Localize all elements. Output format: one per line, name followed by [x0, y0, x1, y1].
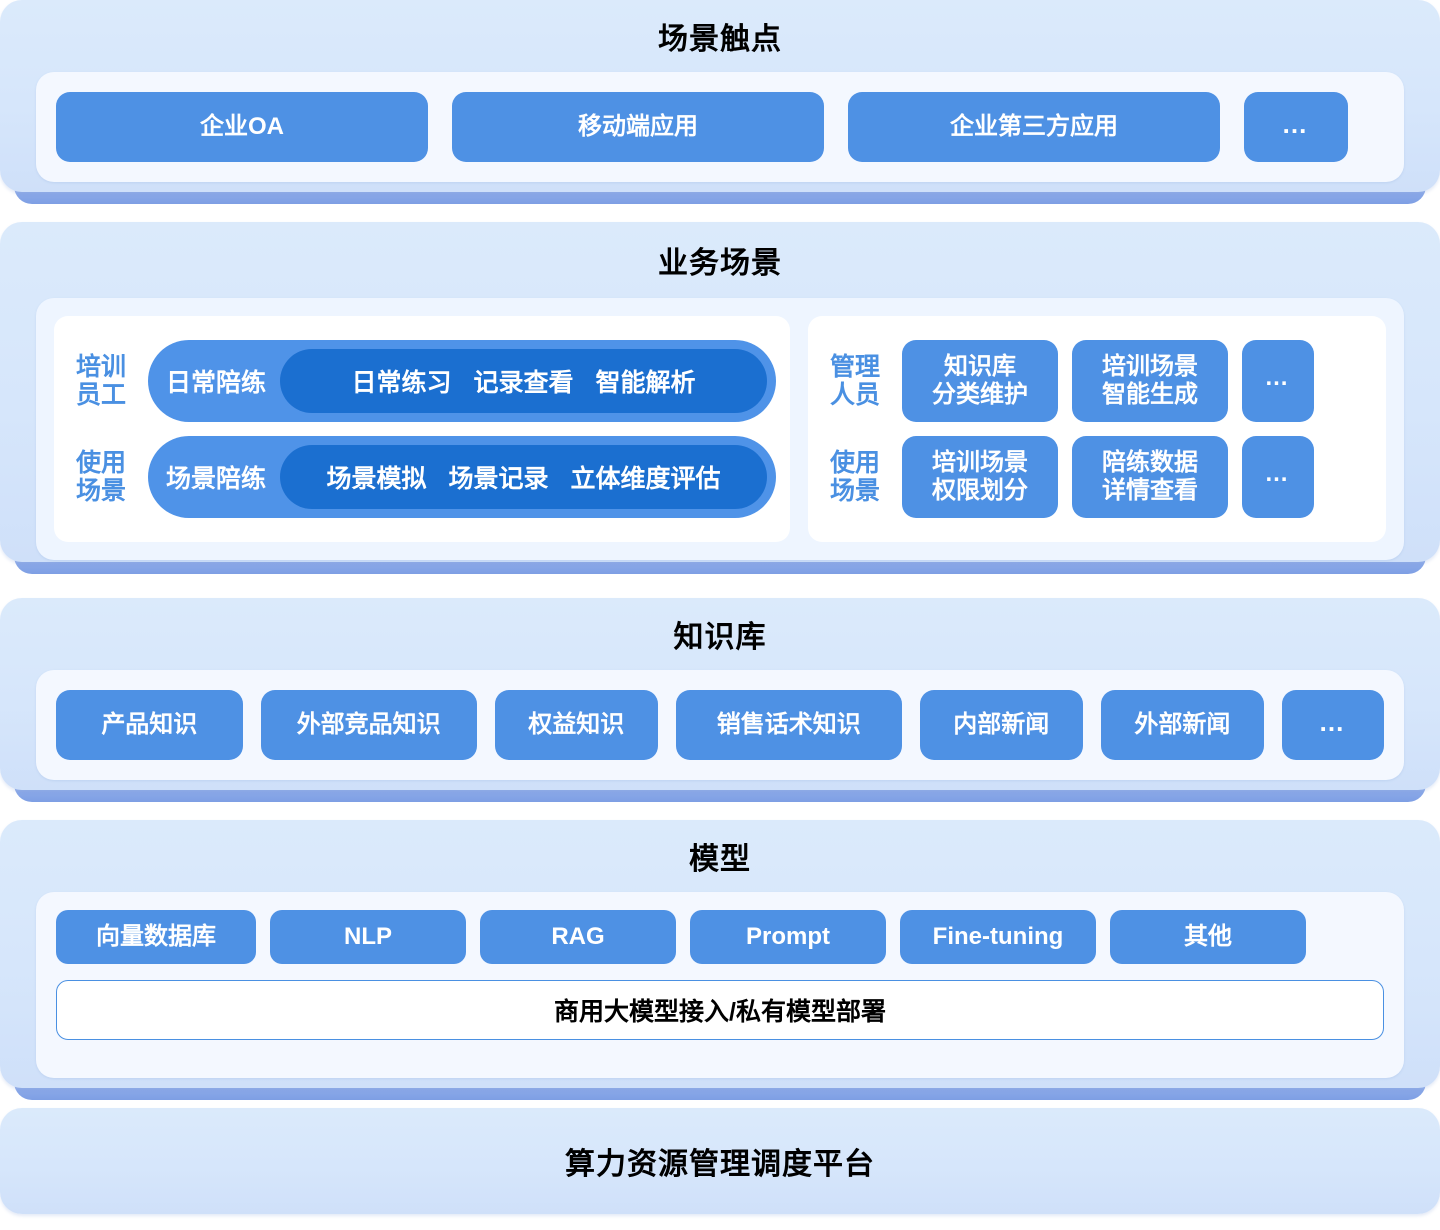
layer-business-scenarios: 业务场景 培训 员工 日常陪练 日常练习 记录查看 智能解析 — [0, 222, 1440, 574]
tag-daily-practice[interactable]: 日常练习 — [351, 369, 452, 397]
combo-head-scenario-coaching: 场景陪练 — [166, 465, 267, 493]
knowledge-base-panel: 产品知识 外部竞品知识 权益知识 销售话术知识 内部新闻 外部新闻 … — [36, 670, 1404, 780]
model-pill-row: 向量数据库 NLP RAG Prompt Fine-tuning 其他 — [56, 910, 1384, 964]
section-title-knowledge-base: 知识库 — [673, 621, 767, 654]
kb-item-product-knowledge[interactable]: 产品知识 — [56, 690, 243, 760]
business-left-card: 培训 员工 日常陪练 日常练习 记录查看 智能解析 使用 场景 — [54, 316, 790, 542]
layer-card-model: 模型 向量数据库 NLP RAG Prompt Fine-tuning 其他 商… — [0, 820, 1440, 1088]
model-item-other[interactable]: 其他 — [1110, 910, 1306, 964]
tag-scenario-record[interactable]: 场景记录 — [448, 465, 549, 493]
kb-item-benefits-knowledge[interactable]: 权益知识 — [494, 690, 658, 760]
combo-pill-daily-coaching[interactable]: 日常陪练 日常练习 记录查看 智能解析 — [148, 340, 776, 422]
section-title-compute-platform: 算力资源管理调度平台 — [565, 1148, 875, 1181]
business-row-admin-staff: 管理 人员 知识库 分类维护 培训场景 智能生成 … — [822, 340, 1372, 422]
layer-card-compute-platform: 算力资源管理调度平台 — [0, 1108, 1440, 1214]
business-scenarios-panel: 培训 员工 日常陪练 日常练习 记录查看 智能解析 使用 场景 — [36, 298, 1404, 560]
layer-card-business-scenarios: 业务场景 培训 员工 日常陪练 日常练习 记录查看 智能解析 — [0, 222, 1440, 562]
combo-inner-daily-coaching-tags: 日常练习 记录查看 智能解析 — [280, 349, 767, 413]
combo-inner-scenario-coaching-tags: 场景模拟 场景记录 立体维度评估 — [280, 445, 767, 509]
model-item-prompt[interactable]: Prompt — [690, 910, 886, 964]
combo-head-daily-coaching: 日常陪练 — [166, 369, 267, 397]
kb-item-internal-news[interactable]: 内部新闻 — [919, 690, 1083, 760]
touchpoint-item-enterprise-oa[interactable]: 企业OA — [56, 92, 428, 162]
tag-scenario-simulation[interactable]: 场景模拟 — [326, 465, 427, 493]
business-row-usage-scenario-left: 使用 场景 场景陪练 场景模拟 场景记录 立体维度评估 — [68, 436, 776, 518]
tag-multidimensional-evaluation[interactable]: 立体维度评估 — [570, 465, 721, 493]
section-title-model: 模型 — [689, 843, 751, 876]
admin-item-kb-category-maintenance[interactable]: 知识库 分类维护 — [902, 340, 1058, 422]
kb-item-more-icon[interactable]: … — [1281, 690, 1385, 760]
row-label-usage-scenario-left: 使用 场景 — [75, 448, 126, 506]
model-panel: 向量数据库 NLP RAG Prompt Fine-tuning 其他 商用大模… — [36, 892, 1404, 1078]
business-row-usage-scenario-right: 使用 场景 培训场景 权限划分 陪练数据 详情查看 … — [822, 436, 1372, 518]
touchpoint-item-mobile-app[interactable]: 移动端应用 — [452, 92, 824, 162]
row-label-usage-scenario-right: 使用 场景 — [829, 448, 880, 506]
touchpoints-panel: 企业OA 移动端应用 企业第三方应用 … — [36, 72, 1404, 182]
layer-compute-platform: 算力资源管理调度平台 — [0, 1108, 1440, 1214]
row-label-training-staff: 培训 员工 — [75, 352, 126, 410]
model-item-rag[interactable]: RAG — [480, 910, 676, 964]
layer-knowledge-base: 知识库 产品知识 外部竞品知识 权益知识 销售话术知识 内部新闻 外部新闻 … — [0, 598, 1440, 802]
model-item-vector-database[interactable]: 向量数据库 — [56, 910, 256, 964]
usage-item-more-icon[interactable]: … — [1242, 436, 1314, 518]
business-row-training-staff: 培训 员工 日常陪练 日常练习 记录查看 智能解析 — [68, 340, 776, 422]
layer-model: 模型 向量数据库 NLP RAG Prompt Fine-tuning 其他 商… — [0, 820, 1440, 1100]
row-label-admin-staff: 管理 人员 — [829, 352, 880, 410]
layer-touchpoints: 场景触点 企业OA 移动端应用 企业第三方应用 … — [0, 0, 1440, 204]
model-item-nlp[interactable]: NLP — [270, 910, 466, 964]
tag-smart-analysis[interactable]: 智能解析 — [595, 369, 696, 397]
admin-item-more-icon[interactable]: … — [1242, 340, 1314, 422]
model-deployment-box[interactable]: 商用大模型接入/私有模型部署 — [56, 980, 1384, 1040]
admin-item-training-scenario-generation[interactable]: 培训场景 智能生成 — [1072, 340, 1228, 422]
combo-pill-scenario-coaching[interactable]: 场景陪练 场景模拟 场景记录 立体维度评估 — [148, 436, 776, 518]
kb-item-external-news[interactable]: 外部新闻 — [1100, 690, 1264, 760]
section-title-business-scenarios: 业务场景 — [658, 247, 782, 280]
kb-item-sales-script-knowledge[interactable]: 销售话术知识 — [675, 690, 902, 760]
model-item-fine-tuning[interactable]: Fine-tuning — [900, 910, 1096, 964]
layer-card-touchpoints: 场景触点 企业OA 移动端应用 企业第三方应用 … — [0, 0, 1440, 192]
touchpoint-item-third-party-app[interactable]: 企业第三方应用 — [848, 92, 1220, 162]
kb-item-competitor-knowledge[interactable]: 外部竞品知识 — [260, 690, 477, 760]
section-title-touchpoints: 场景触点 — [658, 23, 782, 56]
business-right-card: 管理 人员 知识库 分类维护 培训场景 智能生成 … 使用 场景 培训场景 权限… — [808, 316, 1386, 542]
layer-card-knowledge-base: 知识库 产品知识 外部竞品知识 权益知识 销售话术知识 内部新闻 外部新闻 … — [0, 598, 1440, 790]
tag-record-view[interactable]: 记录查看 — [473, 369, 574, 397]
usage-item-training-scenario-permission[interactable]: 培训场景 权限划分 — [902, 436, 1058, 518]
usage-item-coaching-data-detail[interactable]: 陪练数据 详情查看 — [1072, 436, 1228, 518]
touchpoint-item-more-icon[interactable]: … — [1244, 92, 1348, 162]
